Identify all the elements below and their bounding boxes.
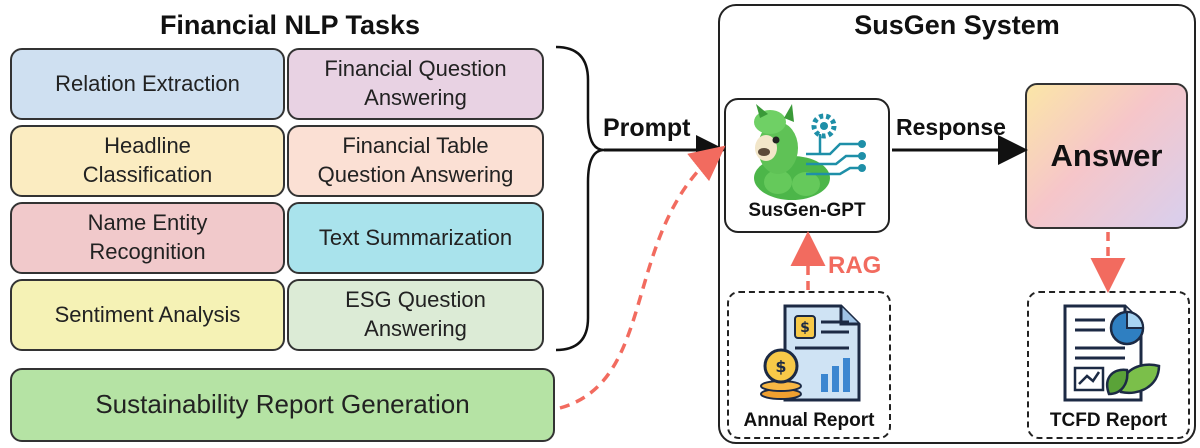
task-financial-qa: Financial Question Answering	[287, 48, 544, 120]
answer-box: Answer	[1025, 83, 1188, 229]
annual-report-box	[727, 291, 891, 439]
tcfd-report-label: TCFD Report	[1049, 410, 1168, 431]
task-text-summarization: Text Summarization	[287, 202, 544, 274]
susgen-system-panel	[718, 4, 1196, 444]
task-sentiment-analysis: Sentiment Analysis	[10, 279, 285, 351]
susgen-gpt-label: SusGen-GPT	[748, 200, 866, 221]
task-esg-qa: ESG Question Answering	[287, 279, 544, 351]
task-sustainability-report-generation: Sustainability Report Generation	[10, 368, 555, 442]
annual-report-label: Annual Report	[743, 410, 875, 431]
tasks-title: Financial NLP Tasks	[159, 10, 421, 40]
response-label: Response	[896, 114, 1006, 140]
answer-label: Answer	[1050, 138, 1163, 173]
task-brace	[555, 45, 605, 352]
svg-text:$: $	[775, 357, 786, 376]
generation-dashed-arrow	[559, 145, 726, 410]
task-relation-extraction: Relation Extraction	[10, 48, 285, 120]
rag-label: RAG	[828, 252, 882, 279]
task-headline-classification: Headline Classification	[10, 125, 285, 197]
task-name-entity-recognition: Name Entity Recognition	[10, 202, 285, 274]
svg-text:$: $	[800, 320, 810, 336]
task-financial-table-qa: Financial Table Question Answering	[287, 125, 544, 197]
annual-report-icon: $ $	[755, 296, 865, 406]
system-title: SusGen System	[854, 10, 1060, 40]
llama-icon	[740, 104, 870, 202]
prompt-label: Prompt	[603, 114, 691, 142]
tcfd-report-icon	[1055, 296, 1165, 406]
